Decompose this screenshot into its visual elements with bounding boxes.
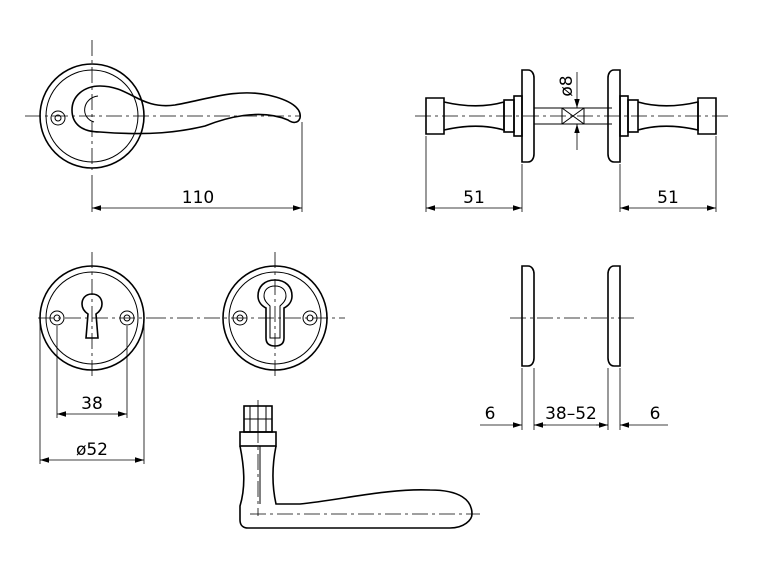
- dim-door-right-gap: 6: [650, 404, 661, 424]
- keyhole-rose-view: 38 ø52: [38, 252, 150, 464]
- dim-left-spindle: 51: [463, 188, 485, 208]
- dim-door-left-gap: 6: [485, 404, 496, 424]
- dim-rose-dia: ø52: [76, 440, 108, 460]
- lever-front-view: 110: [25, 40, 303, 212]
- side-view-spindle: ø8 51 51: [415, 69, 730, 212]
- dim-door-range: 38–52: [545, 404, 597, 424]
- dim-spindle-dia: ø8: [557, 75, 577, 96]
- dim-lever-length: 110: [182, 188, 214, 208]
- dim-right-spindle: 51: [657, 188, 679, 208]
- rose-side-view: 6 38–52 6: [480, 265, 668, 430]
- cylinder-rose-view: [150, 252, 345, 376]
- lever-top-view: [239, 400, 480, 529]
- dim-screw-spacing: 38: [81, 394, 103, 414]
